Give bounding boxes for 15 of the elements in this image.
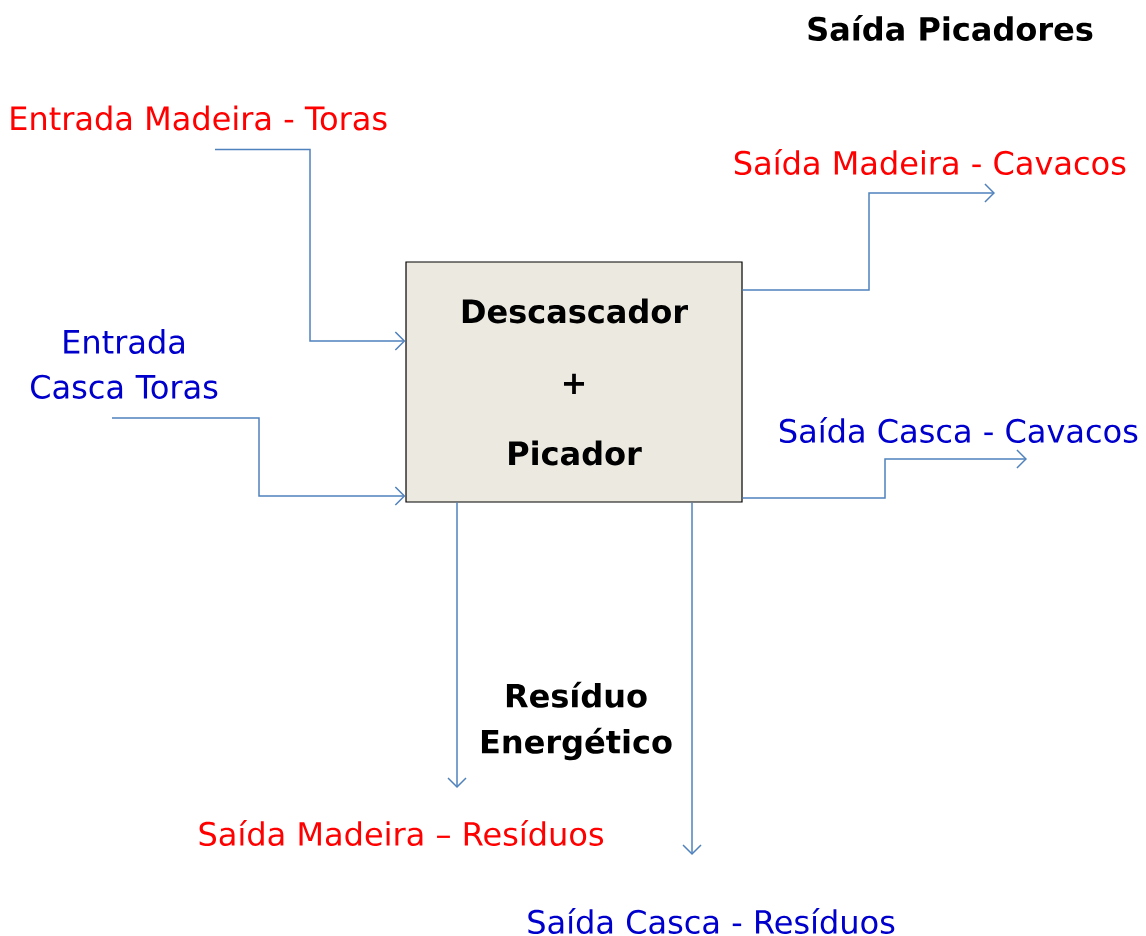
arrow [447, 501, 467, 788]
flow-label: Entrada Casca Toras [31, 329, 218, 399]
flow-label: Saída Madeira – Resíduos [199, 819, 604, 846]
flow-label: Saída Casca - Cavacos [779, 416, 1138, 443]
arrow [111, 417, 406, 506]
arrow [214, 148, 406, 351]
process-box: Descascador + Picador [405, 261, 743, 503]
arrow [682, 501, 702, 855]
arrow [741, 449, 1027, 499]
flow-label: Saída Madeira - Cavacos [734, 148, 1126, 175]
arrow [741, 183, 995, 291]
flow-label: Entrada Madeira - Toras [11, 105, 387, 131]
note-label: Resíduo Energético [481, 681, 672, 761]
flow-label: Saída Casca - Resíduos [528, 907, 895, 934]
title: Saída Picadores [808, 14, 1093, 41]
